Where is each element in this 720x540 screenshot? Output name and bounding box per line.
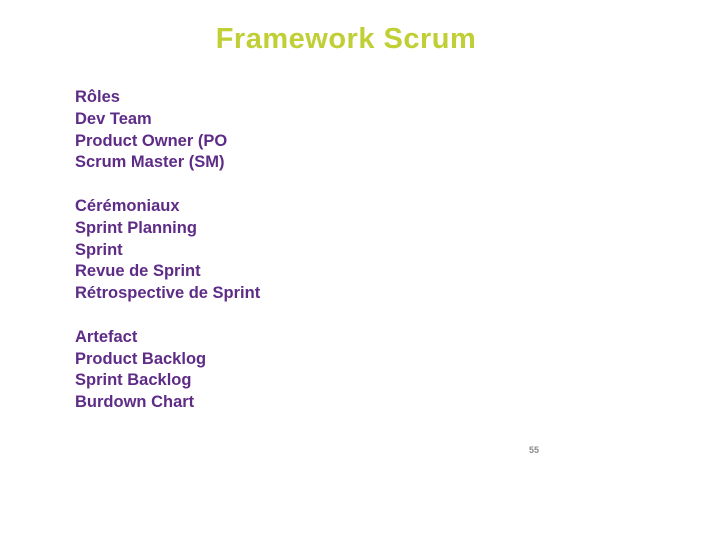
- section-ceremonies: Cérémoniaux Sprint Planning Sprint Revue…: [75, 196, 260, 305]
- body-line: Product Backlog: [75, 349, 207, 368]
- body-line: Product Owner (PO: [75, 131, 228, 150]
- body-line: Cérémoniaux: [75, 196, 180, 215]
- section-artifacts: Artefact Product Backlog Sprint Backlog …: [75, 327, 260, 414]
- page-number: 55: [529, 445, 540, 455]
- body-line: Revue de Sprint: [75, 262, 201, 281]
- body-line: Sprint Backlog: [75, 371, 192, 390]
- body-line: Sprint Planning: [75, 218, 197, 237]
- body-line: Burdown Chart: [75, 393, 195, 412]
- body-line: Sprint: [75, 240, 123, 259]
- slide-body: Rôles Dev Team Product Owner (PO Scrum M…: [75, 87, 260, 414]
- body-line: Dev Team: [75, 109, 152, 128]
- body-line: Rôles: [75, 88, 120, 106]
- body-line: Rétrospective de Sprint: [75, 284, 261, 303]
- body-line: Scrum Master (SM): [75, 153, 225, 172]
- slide-title: Framework Scrum: [215, 23, 477, 55]
- body-line: Artefact: [75, 327, 138, 346]
- section-roles: Rôles Dev Team Product Owner (PO Scrum M…: [75, 87, 260, 174]
